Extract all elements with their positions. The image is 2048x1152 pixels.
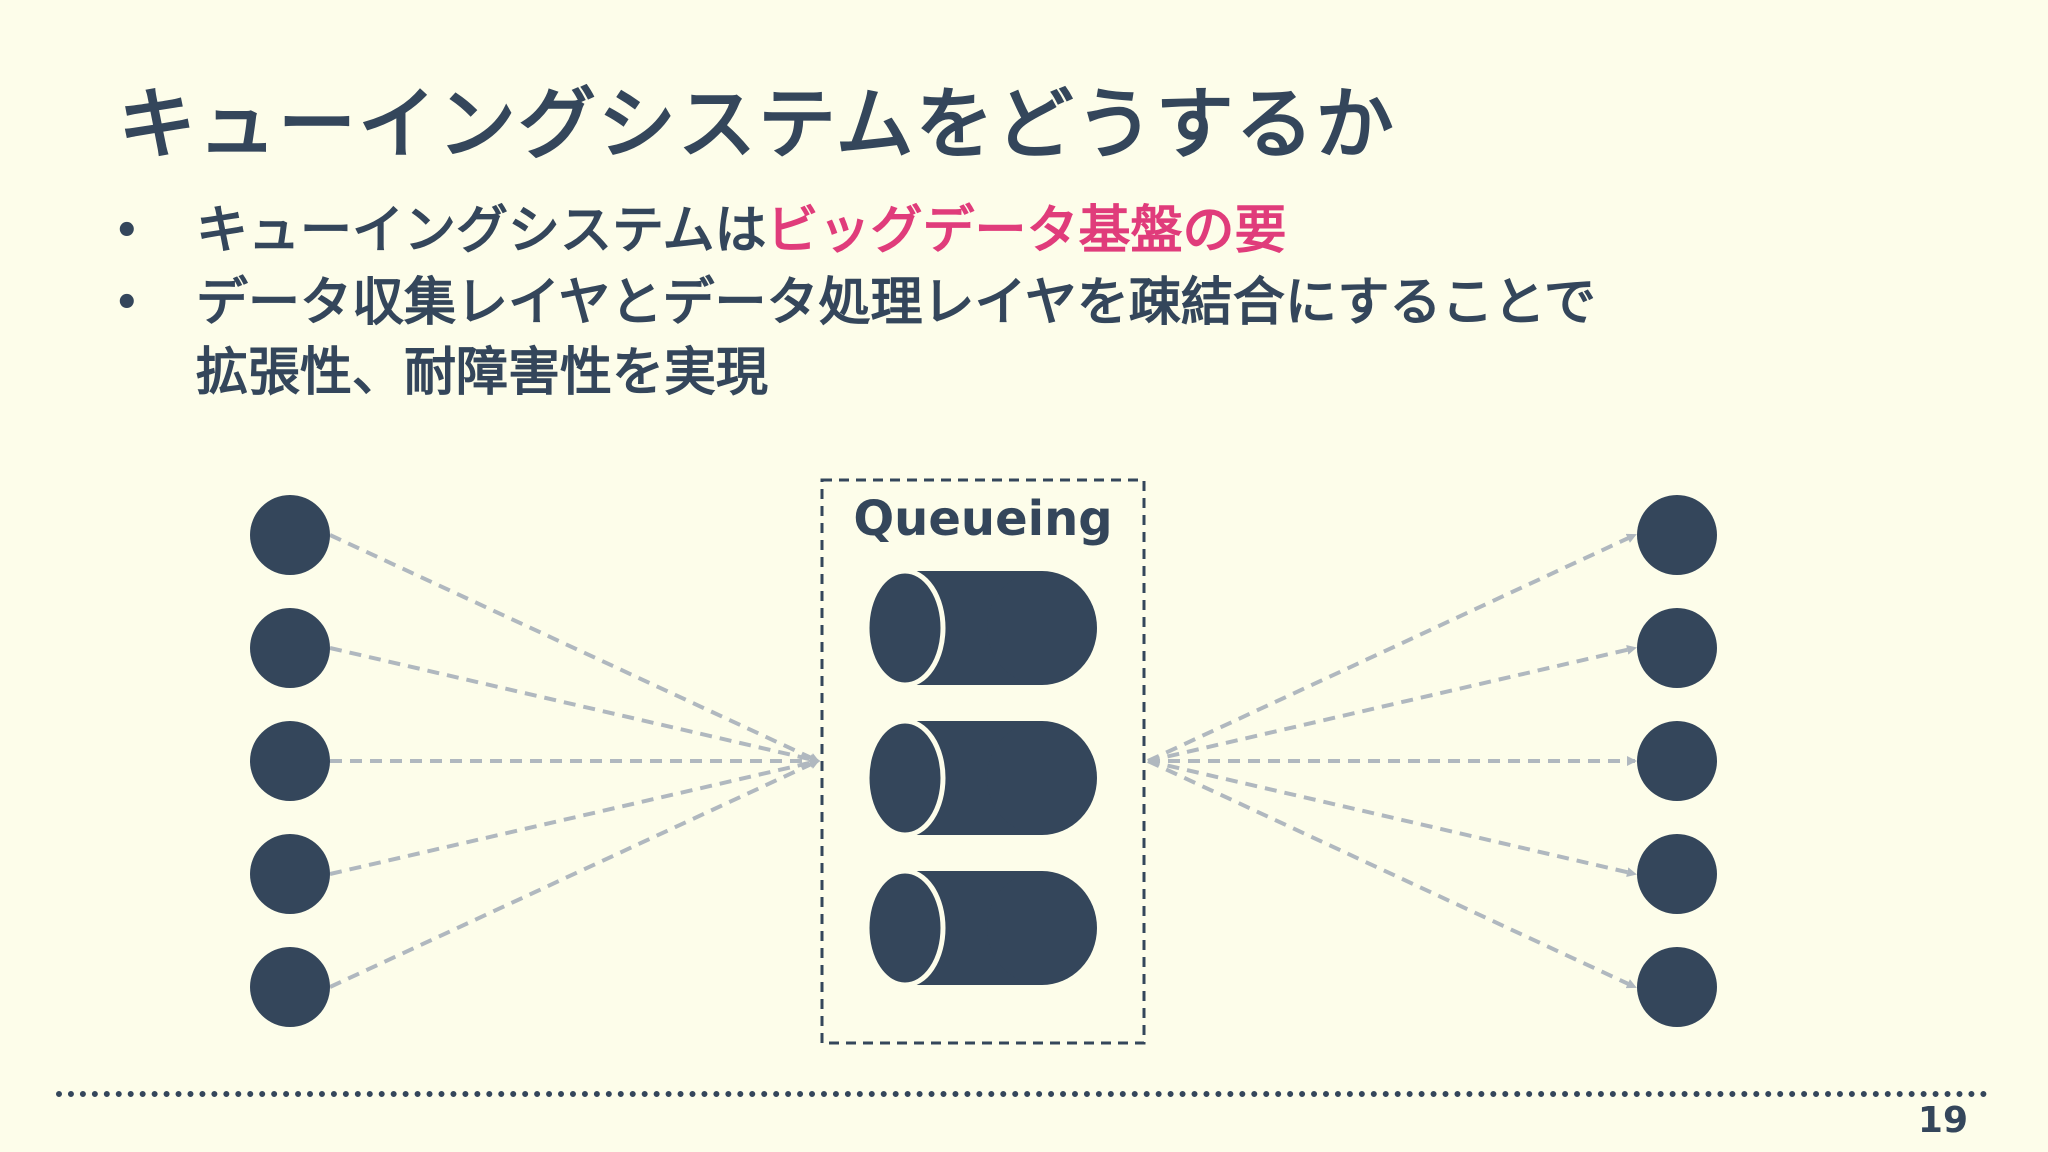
bullet-2-line-2: 拡張性、耐障害性を実現 — [196, 343, 769, 403]
producer-arrow — [329, 759, 820, 989]
cylinder-back — [987, 871, 1097, 985]
producer-arrow — [329, 757, 820, 876]
queueing-box — [820, 478, 1146, 1045]
cylinder-face — [864, 718, 946, 838]
consumer-node — [1637, 834, 1717, 914]
cylinder-back — [987, 571, 1097, 685]
slide-title: キューイングシステムをどうするか — [118, 80, 1396, 170]
bullet-list: • キューイングシステムはビッグデータ基盤の要 • データ収集レイヤとデータ処理… — [110, 196, 1910, 410]
queue-cylinder — [864, 568, 1097, 688]
consumer-arrow — [1147, 644, 1637, 763]
bullet-marker: • — [114, 208, 140, 254]
queueing-label: Queueing — [853, 491, 1112, 547]
producer-nodes — [250, 495, 330, 1027]
queue-cylinder — [864, 718, 1097, 838]
footer-divider — [56, 1091, 1988, 1097]
consumer-node — [1637, 947, 1717, 1027]
consumer-arrow — [1147, 759, 1637, 989]
cylinder-back — [987, 721, 1097, 835]
consumer-node — [1637, 608, 1717, 688]
consumer-arrow — [1147, 533, 1637, 763]
cylinder-face — [864, 868, 946, 988]
consumer-node — [1637, 721, 1717, 801]
bullet-marker: • — [114, 280, 140, 326]
consumer-nodes — [1637, 495, 1717, 1027]
bullet-2-line-1: データ収集レイヤとデータ処理レイヤを疎結合にすることで — [196, 273, 1596, 333]
producer-node — [250, 834, 330, 914]
producer-arrow — [329, 533, 820, 763]
page-number: 19 — [1917, 1100, 1968, 1141]
queue-cylinders — [864, 568, 1097, 988]
queue-cylinder — [864, 868, 1097, 988]
producer-node — [250, 608, 330, 688]
consumer-arrow — [1147, 759, 1637, 878]
producer-node — [250, 947, 330, 1027]
cylinder-face — [864, 568, 946, 688]
bullet-item-1: • キューイングシステムはビッグデータ基盤の要 — [110, 196, 1910, 266]
producer-arrow — [329, 646, 820, 765]
producer-arrows — [329, 533, 820, 989]
consumer-arrows — [1147, 533, 1637, 989]
producer-node — [250, 495, 330, 575]
bullet-1-text: キューイングシステムは — [196, 201, 767, 261]
bullet-1-highlight: ビッグデータ基盤の要 — [766, 201, 1287, 261]
bullet-item-2: • データ収集レイヤとデータ処理レイヤを疎結合にすることで 拡張性、耐障害性を実… — [110, 268, 1910, 408]
consumer-node — [1637, 495, 1717, 575]
producer-node — [250, 721, 330, 801]
